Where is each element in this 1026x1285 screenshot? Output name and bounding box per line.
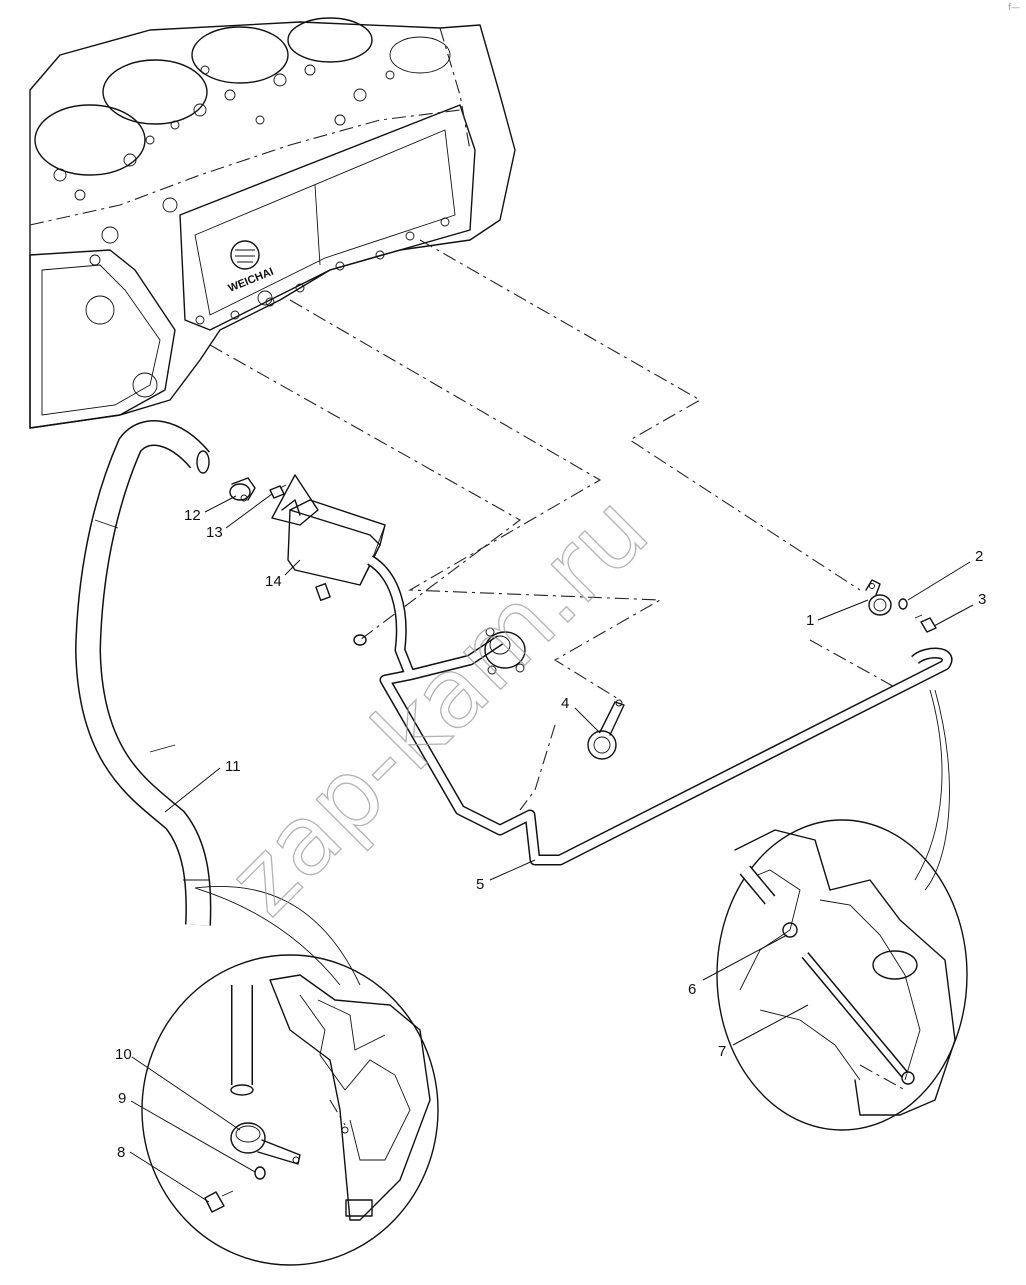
bolt-3 (914, 614, 937, 633)
callout-3: 3 (978, 591, 986, 608)
projection-lines (209, 239, 901, 1126)
tube-5 (366, 555, 953, 866)
callout-12: 12 (184, 507, 201, 524)
screw-13 (269, 484, 287, 499)
corner-mark: f— (1008, 3, 1020, 13)
callout-6: 6 (688, 981, 696, 998)
detail-bottom-left (141, 885, 439, 1266)
callout-4: 4 (561, 695, 569, 712)
callout-9: 9 (118, 1090, 126, 1107)
washer-2 (898, 598, 908, 610)
separator-14 (271, 474, 386, 646)
watermark-text: zap-kam.ru (207, 474, 669, 936)
leader-lines (129, 493, 974, 1203)
hose-11 (74, 420, 212, 926)
clamp-1 (865, 579, 892, 616)
callout-labels: 1 2 3 4 5 6 7 8 9 10 11 12 13 14 (115, 507, 986, 1161)
callout-8: 8 (117, 1144, 125, 1161)
callout-13: 13 (206, 524, 223, 541)
clamp-12 (229, 477, 256, 502)
callout-2: 2 (975, 548, 983, 565)
clamp-4 (587, 699, 625, 760)
engine-block: WEICHAI (29, 17, 516, 429)
callout-5: 5 (476, 876, 484, 893)
callout-10: 10 (115, 1046, 132, 1063)
callout-14: 14 (265, 573, 282, 590)
detail-bottom-right (716, 689, 968, 1131)
callout-1: 1 (806, 612, 814, 629)
engine-logo-text: WEICHAI (227, 266, 276, 295)
callout-7: 7 (718, 1043, 726, 1060)
callout-11: 11 (225, 758, 241, 775)
